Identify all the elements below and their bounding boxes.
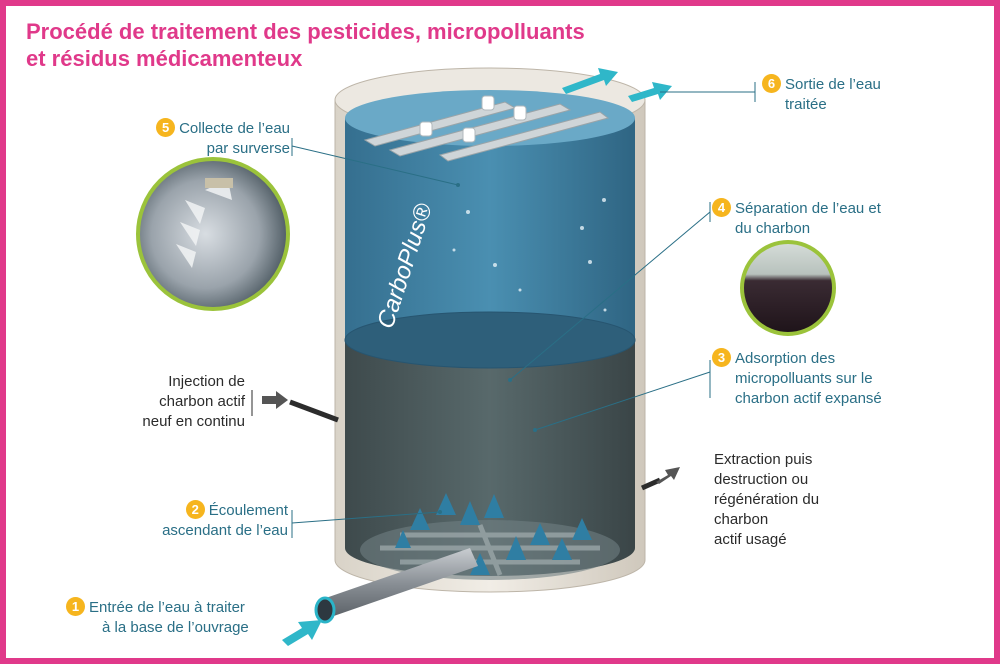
injection-note: Injection de charbon actif neuf en conti… <box>142 373 245 430</box>
extraction-note: Extraction puis destruction ou régénérat… <box>714 451 820 548</box>
photo-separation <box>740 240 836 336</box>
step-5-number: 5 <box>156 118 176 137</box>
step-3-number: 3 <box>712 348 731 367</box>
step-1-number: 1 <box>66 597 85 616</box>
photo-overflow-collection <box>136 157 290 311</box>
outlet-arrow <box>562 68 672 102</box>
page-title: Procédé de traitement des pesticides, mi… <box>26 18 585 72</box>
tank <box>289 67 662 624</box>
injection-arrow <box>262 391 288 409</box>
inlet-arrow <box>282 620 322 646</box>
extraction-arrow <box>656 467 680 484</box>
title-line-1: Procédé de traitement des pesticides, mi… <box>26 19 585 44</box>
leader-lines <box>291 82 756 538</box>
title-line-2: et résidus médicamenteux <box>26 46 303 71</box>
step-6-number: 6 <box>762 74 781 93</box>
step-4-number: 4 <box>712 198 731 217</box>
step-2-number: 2 <box>185 500 205 519</box>
